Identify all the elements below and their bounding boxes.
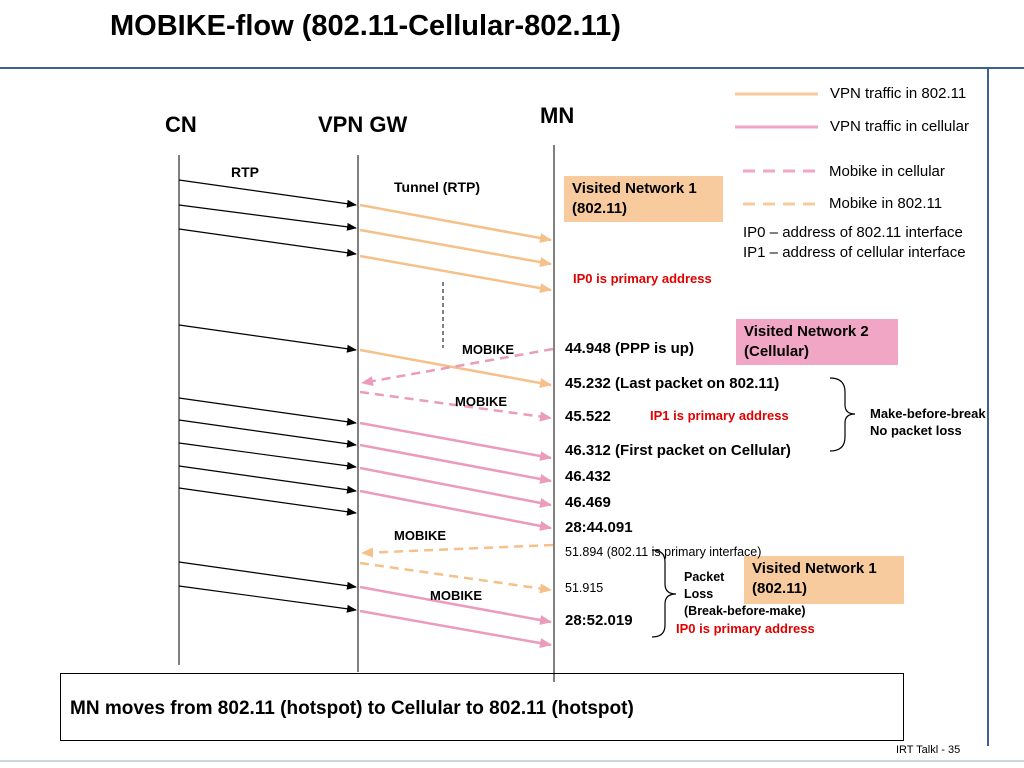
rtp-label: RTP bbox=[231, 164, 259, 180]
cn-arrow-2 bbox=[178, 204, 357, 231]
page-number: IRT Talkl - 35 bbox=[896, 744, 961, 756]
make-before-break-note: Make-before-break bbox=[870, 406, 986, 421]
vpn-cell-arrow-3 bbox=[359, 466, 552, 508]
event-46-312: 46.312 (First packet on Cellular) bbox=[565, 442, 791, 459]
event-28-52-019: 28:52.019 bbox=[565, 612, 633, 629]
cn-header: CN bbox=[165, 112, 197, 137]
event-46-469: 46.469 bbox=[565, 494, 611, 511]
footer-divider bbox=[0, 760, 1024, 762]
mobike-label-2: MOBIKE bbox=[455, 394, 507, 409]
title-divider bbox=[0, 67, 1024, 69]
vpn-802-arrow-4 bbox=[359, 348, 552, 388]
mobike-cellular-arrow-to-mn bbox=[359, 390, 552, 422]
vpn-cell-arrow-1 bbox=[359, 421, 552, 461]
vpn-cell-arrow-6 bbox=[359, 609, 552, 648]
cn-arrow-1 bbox=[178, 179, 357, 208]
page-title: MOBIKE-flow (802.11-Cellular-802.11) bbox=[110, 10, 621, 42]
visited-network-2-box: Visited Network 2 (Cellular) bbox=[736, 319, 898, 365]
vpn-gw-header: VPN GW bbox=[318, 112, 408, 137]
cn-arrow-7 bbox=[178, 442, 357, 470]
legend-label-mobike-802: Mobike in 802.11 bbox=[829, 195, 943, 212]
make-before-break-brace bbox=[829, 377, 856, 452]
cn-arrow-6 bbox=[178, 419, 357, 448]
packet-note: Packet bbox=[684, 570, 725, 584]
loss-note: Loss bbox=[684, 587, 714, 601]
cn-arrow-11 bbox=[178, 585, 357, 613]
visited-network-1-top-text: Visited Network 1 (802.11) bbox=[572, 180, 697, 217]
legend-label-mobike-cellular: Mobike in cellular bbox=[829, 163, 945, 180]
event-44-948: 44.948 (PPP is up) bbox=[565, 340, 694, 357]
event-45-232: 45.232 (Last packet on 802.11) bbox=[565, 375, 780, 392]
mobike-802-arrow-to-mn bbox=[359, 561, 552, 594]
summary-box bbox=[60, 673, 904, 741]
cn-arrow-9 bbox=[178, 487, 357, 516]
event-28-44-091: 28:44.091 bbox=[565, 519, 633, 536]
break-before-make-note: (Break-before-make) bbox=[684, 604, 806, 618]
cn-arrow-8 bbox=[178, 465, 357, 494]
ip1-primary-note: IP1 is primary address bbox=[650, 408, 789, 423]
event-51-915: 51.915 bbox=[565, 581, 604, 595]
event-45-522: 45.522 bbox=[565, 408, 611, 425]
packet-loss-brace bbox=[651, 549, 677, 638]
legend-label-vpn-cellular: VPN traffic in cellular bbox=[830, 118, 969, 135]
vpn-802-arrow-2 bbox=[359, 228, 552, 267]
mobike-cellular-arrow-to-gw bbox=[361, 347, 554, 386]
right-border-line bbox=[987, 68, 989, 746]
ip0-definition: IP0 – address of 802.11 interface bbox=[743, 224, 963, 241]
event-46-432: 46.432 bbox=[565, 468, 611, 485]
legend-label-vpn-802: VPN traffic in 802.11 bbox=[830, 85, 967, 102]
vpn-cell-arrow-4 bbox=[359, 489, 552, 531]
cn-arrow-10 bbox=[178, 561, 357, 590]
no-packet-loss-note: No packet loss bbox=[870, 423, 962, 438]
ip0-primary-note-bottom: IP0 is primary address bbox=[676, 621, 815, 636]
mobike-label-3: MOBIKE bbox=[394, 528, 446, 543]
cn-arrow-4 bbox=[178, 324, 357, 353]
cn-arrow-3 bbox=[178, 228, 357, 257]
visited-network-2-text: Visited Network 2 (Cellular) bbox=[744, 323, 869, 360]
visited-network-1-bottom-text: Visited Network 1 (802.11) bbox=[752, 560, 877, 597]
event-51-894: 51.894 (802.11 is primary interface) bbox=[565, 545, 762, 559]
vpn-802-arrow-1 bbox=[359, 203, 552, 243]
tunnel-label: Tunnel (RTP) bbox=[394, 179, 481, 195]
cn-to-gw-arrows bbox=[178, 179, 357, 613]
ip1-definition: IP1 – address of cellular interface bbox=[743, 244, 966, 261]
summary-text: MN moves from 802.11 (hotspot) to Cellul… bbox=[70, 698, 634, 719]
mn-header: MN bbox=[540, 103, 575, 128]
mobike-label-1: MOBIKE bbox=[462, 342, 514, 357]
mobike-label-4: MOBIKE bbox=[430, 588, 482, 603]
mobike-802-arrow-to-gw bbox=[361, 543, 554, 558]
vpn-cell-arrow-5 bbox=[359, 585, 552, 625]
ip0-primary-note-top: IP0 is primary address bbox=[573, 271, 712, 286]
visited-network-1-top-box: Visited Network 1 (802.11) bbox=[564, 176, 723, 222]
vpn-cell-arrow-2 bbox=[359, 443, 552, 484]
vpn-802-11-arrows bbox=[359, 203, 552, 388]
vpn-802-arrow-3 bbox=[359, 254, 552, 293]
vpn-cellular-arrows bbox=[359, 421, 552, 648]
cn-arrow-5 bbox=[178, 397, 357, 426]
visited-network-1-bottom-box: Visited Network 1 (802.11) bbox=[744, 556, 904, 604]
